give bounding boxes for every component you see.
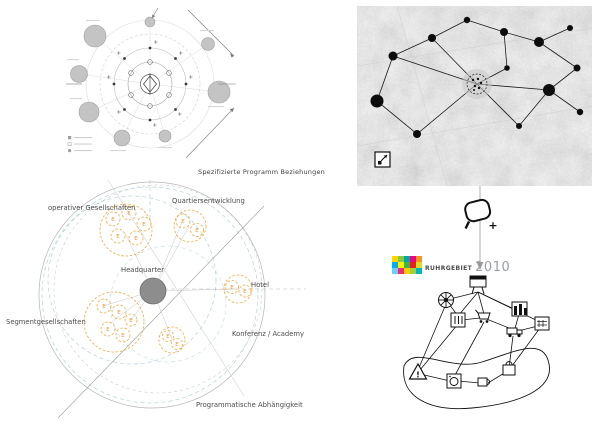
program-node — [70, 65, 88, 83]
svg-text:E: E — [121, 333, 125, 339]
svg-text:E: E — [102, 304, 106, 310]
unit-clusters — [83, 203, 253, 354]
square-icon — [378, 161, 382, 165]
program-node — [83, 24, 107, 48]
logo-title: RUHRGEBIET — [425, 265, 473, 272]
svg-text:E: E — [181, 219, 185, 225]
label-quartier: Quartiersentwicklung — [172, 197, 245, 205]
svg-text:E: E — [116, 234, 120, 240]
radial-guides — [78, 22, 220, 139]
program-relations-diagram — [66, 7, 236, 159]
svg-text:E: E — [106, 327, 110, 333]
svg-text:E: E — [129, 318, 133, 324]
icon-network-edges — [403, 291, 550, 410]
billboard-icon — [469, 275, 487, 295]
svg-text:E: E — [243, 289, 247, 295]
down-arrowhead — [476, 262, 484, 270]
program-node — [144, 16, 156, 28]
inner-ring-nodes — [128, 59, 172, 109]
campus-diagram: EE EE EE EE EE EE EE EE operativer Gesel… — [6, 179, 306, 419]
network-loop — [403, 347, 550, 410]
ring-dots — [107, 40, 193, 127]
icon-network-diagram: ! — [403, 275, 550, 410]
icon-network-panel: ! — [388, 268, 593, 420]
ruhrgebiet-logo: RUHRGEBIET 2010 — [392, 250, 510, 274]
program-node — [207, 80, 231, 104]
micro-label-placeholders — [67, 20, 224, 152]
zoom-icon: + — [460, 196, 500, 234]
zoom-plus-icon: + — [488, 219, 497, 232]
svg-text:E: E — [142, 222, 146, 228]
buildings-icon — [511, 301, 528, 317]
svg-text:E: E — [166, 334, 170, 340]
flower-icon — [438, 292, 454, 308]
svg-text:E: E — [175, 342, 179, 348]
program-node — [113, 129, 131, 147]
cup-icon — [477, 377, 491, 387]
map-to-diagram-connector — [470, 184, 490, 274]
map-roads — [356, 5, 593, 187]
campus-labels: operativer Gesellschaften Quartiersentwi… — [6, 197, 304, 409]
diagram-legend — [67, 136, 92, 153]
label-headquarter: Headquarter — [121, 266, 164, 274]
logo-mosaic — [392, 256, 422, 274]
label-segment: Segmentgesellschaften — [6, 318, 86, 326]
svg-text:E: E — [111, 217, 115, 223]
washer-icon — [446, 373, 462, 389]
label-hotel: Hotel — [251, 281, 269, 289]
utensils-icon — [450, 312, 466, 328]
map-panel — [356, 5, 593, 187]
teal-guide-circles — [41, 180, 259, 404]
unit-letters: EE EE EE EE EE EE EE EE — [102, 211, 247, 348]
svg-text:E: E — [195, 228, 199, 234]
satellite-map — [356, 5, 593, 187]
plus-marks — [107, 40, 193, 127]
lens-shape — [464, 198, 492, 223]
bag-icon — [502, 361, 516, 376]
program-node — [158, 129, 172, 143]
logo-year: 2010 — [475, 260, 511, 275]
svg-text:E: E — [134, 236, 138, 242]
program-node — [201, 37, 215, 51]
warning-icon: ! — [408, 362, 428, 380]
program-nodes — [70, 16, 231, 147]
hq-spokes — [102, 221, 238, 340]
truck-icon — [506, 327, 523, 338]
svg-text:E: E — [230, 285, 234, 291]
factory-icon — [534, 316, 550, 331]
svg-text:E: E — [117, 310, 121, 316]
map-focus-cluster — [462, 69, 492, 99]
lens-handle — [464, 220, 471, 230]
map-network-nodes — [370, 16, 584, 138]
map-legend-box — [374, 151, 391, 168]
program-relations-panel — [62, 6, 237, 166]
cart-icon — [475, 309, 491, 323]
svg-text:!: ! — [416, 371, 420, 380]
program-relations-caption: Spezifizierte Programm Beziehungen — [198, 168, 325, 176]
core-shape — [140, 73, 160, 95]
program-node — [78, 101, 100, 123]
label-konferenz: Konferenz / Academy — [232, 330, 304, 338]
svg-text:E: E — [127, 211, 131, 217]
label-programmatic: Programmatische Abhängigkeit — [196, 401, 303, 409]
label-operative: operativer Gesellschaften — [48, 204, 135, 212]
headquarter-node — [139, 277, 167, 305]
axis-lines — [66, 7, 236, 159]
